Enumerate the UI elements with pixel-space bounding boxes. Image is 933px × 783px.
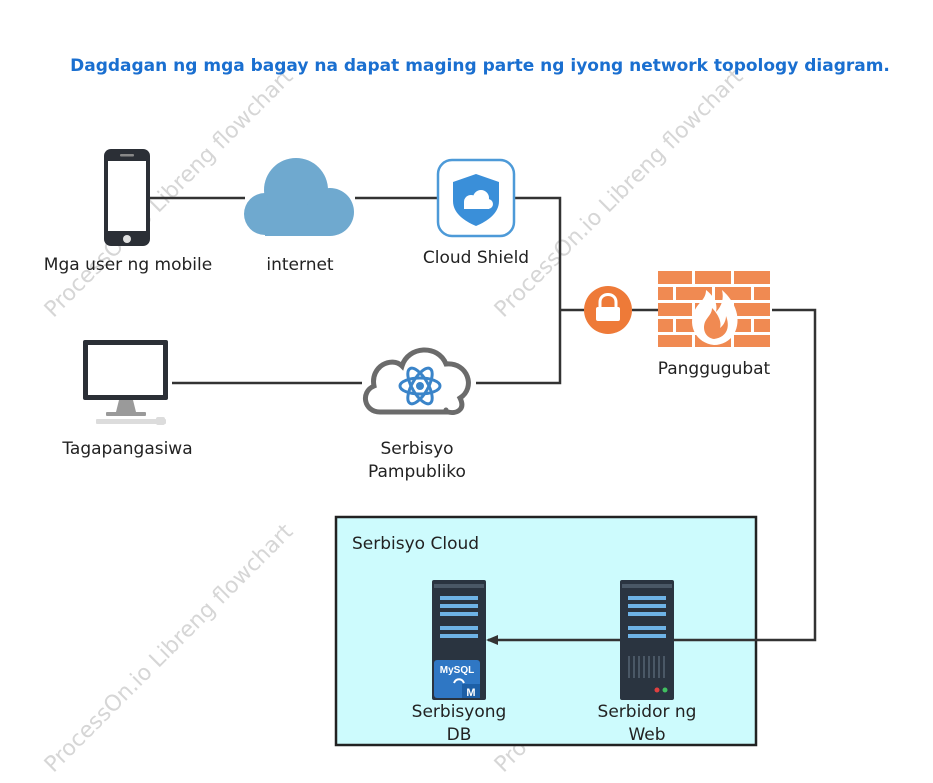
web-server-label-line1: Serbidor ng	[597, 702, 697, 722]
firewall-icon[interactable]	[658, 271, 770, 347]
smartphone-icon[interactable]	[104, 149, 150, 246]
cloud-icon[interactable]	[244, 158, 354, 236]
web-server-label-line2: Web	[628, 725, 666, 745]
mysql-badge-text: MySQL	[440, 665, 474, 676]
connectors	[150, 196, 817, 645]
mobile-users-label: Mga user ng mobile	[43, 255, 213, 275]
diagram-title: Dagdagan ng mga bagay na dapat maging pa…	[70, 56, 890, 76]
public-service-label-line2: Pampubliko	[368, 462, 466, 482]
serbisyo-cloud-group[interactable]	[334, 515, 758, 747]
public-service-label: Serbisyo Pampubliko	[350, 438, 484, 484]
group-label: Serbisyo Cloud	[352, 534, 480, 554]
web-server-label: Serbidor ng Web	[588, 701, 706, 747]
db-server-label: Serbisyong DB	[400, 701, 518, 747]
web-server-icon[interactable]	[620, 580, 674, 700]
firewall-label: Panggugubat	[657, 359, 771, 379]
db-server-label-line1: Serbisyong	[411, 702, 507, 722]
public-service-label-line1: Serbisyo	[380, 439, 454, 459]
desktop-computer-icon[interactable]	[83, 340, 168, 425]
internet-label: internet	[266, 255, 334, 275]
admin-label: Tagapangasiwa	[62, 439, 193, 459]
database-server-icon[interactable]: MySQL M	[432, 580, 486, 700]
cloud-shield-label: Cloud Shield	[422, 248, 530, 268]
atom-cloud-icon[interactable]	[363, 347, 471, 415]
edge-firewall-webserver	[674, 308, 817, 642]
mysql-badge-letter: M	[466, 687, 475, 699]
db-server-label-line2: DB	[446, 725, 472, 745]
edge-cloudshield-junction	[514, 196, 562, 310]
shield-icon[interactable]	[436, 158, 516, 238]
lock-icon[interactable]	[584, 286, 632, 334]
edge-public-junction	[476, 310, 562, 385]
